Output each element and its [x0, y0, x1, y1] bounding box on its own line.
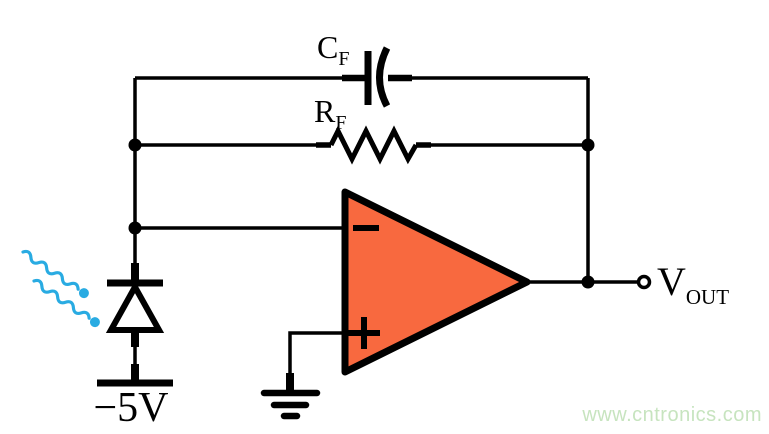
- photodiode-triangle: [105, 280, 165, 333]
- junction-dot: [128, 138, 142, 152]
- ground: [260, 331, 346, 420]
- feedback-resistor: RF: [314, 93, 431, 165]
- junction-dot: [128, 221, 142, 235]
- wire-noninverting-to-ground: [288, 331, 346, 380]
- junctions: [128, 138, 595, 289]
- photon-wave-icon: [32, 278, 91, 320]
- junction-dot: [581, 275, 595, 289]
- feedback-wires: [133, 76, 590, 282]
- opamp-triangle: [341, 188, 531, 376]
- resistor-label: RF: [314, 93, 346, 134]
- negative-supply: −5V: [93, 379, 173, 431]
- photon-dot-icon: [78, 288, 89, 299]
- output-terminal-circle: [636, 274, 652, 290]
- supply-label: −5V: [93, 385, 168, 431]
- photon-wave-icon: [21, 249, 80, 291]
- watermark-text: www.cntronics.com: [581, 404, 762, 426]
- photon-dot-icon: [89, 317, 100, 328]
- opamp: [341, 188, 531, 376]
- photon-arrow-1: [21, 249, 89, 299]
- opamp-plus-sign: [348, 317, 380, 349]
- feedback-capacitor: CF: [317, 29, 412, 108]
- output-label: VOUT: [657, 259, 729, 309]
- resistor-zigzag: [328, 125, 419, 165]
- capacitor-label: CF: [317, 29, 349, 70]
- incident-light: [21, 249, 100, 328]
- junction-dot: [581, 138, 595, 152]
- capacitor-plate-right-curved: [376, 46, 391, 108]
- photodiode: [105, 263, 165, 383]
- photon-arrow-2: [32, 278, 100, 328]
- output: VOUT: [527, 259, 729, 309]
